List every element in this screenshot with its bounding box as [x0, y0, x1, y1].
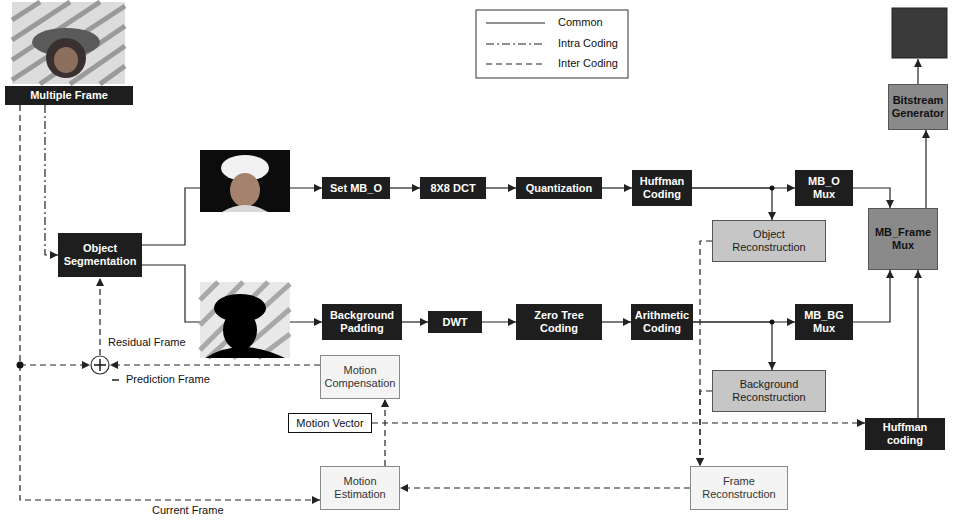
- connector-arrow: [45, 105, 58, 255]
- connector-arrow: [853, 270, 890, 322]
- node-text: DWT: [442, 316, 467, 329]
- connector-arrow: [853, 188, 890, 208]
- reconstruction-box: Background Reconstruction: [712, 370, 826, 412]
- connector-arrow: [925, 130, 926, 208]
- photo-ground: [12, 2, 125, 84]
- process-box: Arithmetic Coding: [631, 304, 693, 340]
- connector-arrow: [402, 321, 428, 322]
- node-text: Zero Tree Coding: [521, 309, 597, 334]
- node-text: Multiple Frame: [30, 89, 108, 102]
- connector-arrow: [917, 270, 918, 418]
- connector-arrow: [692, 188, 772, 220]
- frame-photo: [12, 2, 125, 84]
- process-box: Object Segmentation: [58, 233, 142, 277]
- process-box: Zero Tree Coding: [516, 304, 602, 340]
- residual-wire: [99, 278, 100, 355]
- node-text: Bitstream Generator: [892, 94, 945, 119]
- process-box: Motion Compensation: [320, 355, 400, 399]
- legend-line-sample: [486, 43, 545, 44]
- process-box: Frame Reconstruction: [690, 466, 788, 510]
- output-wire: [917, 59, 918, 84]
- mux-box: MB_O Mux: [795, 170, 853, 206]
- legend-text: Common: [556, 16, 605, 29]
- node-text: Background Reconstruction: [717, 378, 821, 403]
- node-text: Motion Compensation: [325, 364, 396, 389]
- output-block: [892, 8, 947, 58]
- photo-face: [46, 38, 86, 78]
- photo-ground: [200, 282, 290, 358]
- node-text: Frame Reconstruction: [695, 475, 783, 500]
- process-box: Motion Estimation: [320, 466, 400, 510]
- process-box: DWT: [428, 311, 482, 333]
- adder-circle: [91, 356, 109, 374]
- mux-box: MB_Frame Mux: [868, 208, 938, 270]
- object-photo: [200, 150, 290, 212]
- process-box: Set MB_O: [322, 177, 390, 199]
- minus-symbol: [112, 379, 119, 380]
- node-text: Object Segmentation: [63, 242, 137, 267]
- process-box: Quantization: [516, 177, 602, 199]
- node-text: Quantization: [526, 182, 593, 195]
- legend-line-sample: [486, 63, 545, 64]
- photo-stripes: [200, 282, 290, 358]
- photo-silhouette: [223, 310, 257, 350]
- legend-text: Inter Coding: [556, 57, 620, 70]
- photo-face: [230, 173, 260, 207]
- generator-box: Bitstream Generator: [888, 84, 948, 130]
- input-box: Multiple Frame: [5, 86, 133, 105]
- node-text: Huffman coding: [870, 421, 940, 446]
- current-frame-wire: [20, 364, 90, 365]
- photo-stripes: [12, 2, 125, 84]
- photo-face: [54, 47, 78, 73]
- vector-box: Motion Vector: [288, 413, 372, 433]
- process-box: Huffman coding: [865, 418, 945, 450]
- connector-arrow: [390, 187, 420, 188]
- connector-arrow: [482, 321, 516, 322]
- reconstruction-box: Object Reconstruction: [712, 220, 826, 262]
- connector-arrow: [602, 187, 632, 188]
- legend-frame: [476, 10, 628, 78]
- connector-arrow: [700, 241, 712, 466]
- connector-arrow: [602, 321, 631, 322]
- node-text: Set MB_O: [330, 182, 382, 195]
- node-text: Object Reconstruction: [717, 228, 821, 253]
- background-photo: [200, 282, 290, 358]
- connector-arrow: [372, 422, 865, 423]
- signal-label: Prediction Frame: [124, 373, 212, 386]
- mux-box: MB_BG Mux: [795, 304, 853, 340]
- junction-dot: [770, 320, 775, 325]
- node-text: Background Padding: [327, 309, 397, 334]
- process-box: Huffman Coding: [632, 170, 692, 206]
- node-text: 8X8 DCT: [430, 182, 475, 195]
- prediction-wire: [110, 364, 320, 365]
- node-text: Motion Estimation: [325, 475, 395, 500]
- node-text: MB_Frame Mux: [873, 226, 933, 251]
- photo-silhouette: [205, 347, 285, 358]
- edge-label: Current Frame: [150, 504, 226, 517]
- node-text: Motion Vector: [296, 417, 363, 430]
- node-text: Arithmetic Coding: [635, 309, 689, 334]
- connector-arrow: [700, 391, 712, 466]
- plus-symbol: [94, 359, 106, 371]
- signal-label: Residual Frame: [106, 336, 188, 349]
- connector-arrow: [486, 187, 516, 188]
- connector-arrow: [400, 487, 690, 488]
- connector-arrow: [693, 322, 772, 370]
- node-text: Huffman Coding: [637, 175, 687, 200]
- photo-body: [222, 205, 268, 212]
- legend-text: Intra Coding: [556, 37, 620, 50]
- legend-line-sample: [486, 22, 545, 23]
- connector-arrow: [384, 399, 385, 466]
- process-box: 8X8 DCT: [420, 177, 486, 199]
- junction-dot: [770, 186, 775, 191]
- photo-ground: [200, 150, 290, 212]
- node-text: MB_O Mux: [800, 175, 848, 200]
- node-text: MB_BG Mux: [800, 309, 848, 334]
- connector-arrow: [20, 105, 320, 500]
- process-box: Background Padding: [322, 304, 402, 340]
